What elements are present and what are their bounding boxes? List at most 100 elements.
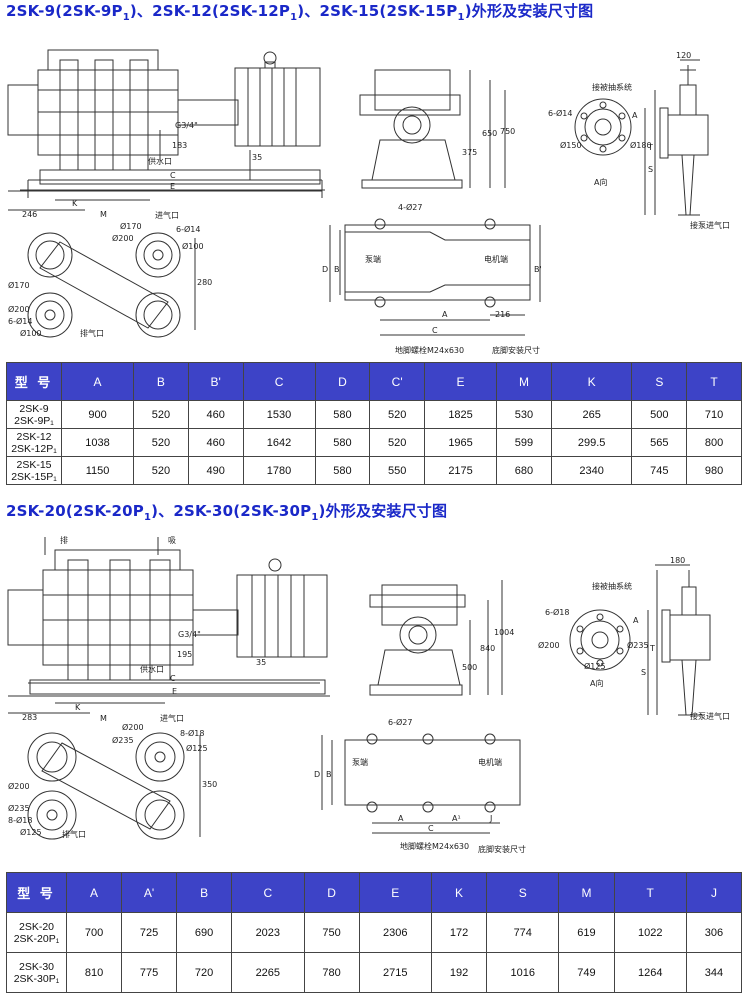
label-S: S	[641, 668, 646, 677]
cell: 1642	[242, 428, 316, 457]
label-d150: Ø150	[560, 140, 582, 150]
th-Bprime: B'	[187, 362, 244, 401]
th-model: 型 号	[6, 362, 62, 401]
label-A-view: A向	[590, 678, 603, 688]
cell: 774	[486, 912, 560, 953]
cell: 520	[133, 428, 189, 457]
label-E: E	[170, 182, 175, 191]
label-280: 280	[197, 278, 212, 287]
cell: 725	[121, 912, 178, 953]
label-Cfoot: C	[432, 326, 438, 335]
th-K: K	[430, 872, 488, 913]
section2-title: 2SK-20(2SK-20P1)、2SK-30(2SK-30P1)外形及安装尺寸…	[6, 502, 448, 523]
label-d100b: Ø100	[20, 328, 42, 338]
cell: 750	[303, 912, 360, 953]
cell: 530	[496, 400, 552, 429]
label-6d14a: 6-Ø14	[176, 224, 200, 234]
label-E: E	[172, 687, 177, 696]
label-A: A	[398, 814, 404, 823]
cell: 800	[686, 428, 742, 457]
cell: 980	[686, 456, 742, 485]
th-Cprime: C'	[369, 362, 426, 401]
th-B: B	[176, 872, 233, 913]
th-D: D	[314, 362, 371, 401]
label-6d14b: 6-Ø14	[8, 316, 32, 326]
cell: 2340	[550, 456, 633, 485]
label-pump-end: 泵端	[365, 254, 381, 264]
label-195: 195	[177, 650, 192, 659]
label-4d27: 4-Ø27	[398, 202, 422, 212]
cell: 2306	[358, 912, 433, 953]
cell: 460	[187, 428, 244, 457]
section2-drawing: 排 吸 G3/4" 195 供水口 35 C E 283 K M 进气口 Ø20…	[7, 535, 730, 854]
label-283: 283	[22, 713, 37, 722]
cell: 192	[430, 952, 488, 993]
label-T: T	[649, 644, 655, 653]
section1-drawing: G3/4" 183 供水口 35 C E 246 K M 进气口 Ø170 Ø2…	[7, 49, 730, 355]
label-840: 840	[480, 644, 495, 653]
label-120: 120	[676, 51, 691, 60]
th-S: S	[631, 362, 688, 401]
label-d235c: Ø235	[627, 640, 649, 650]
th-M: M	[558, 872, 615, 913]
th-T: T	[686, 362, 742, 401]
label-375: 375	[462, 148, 477, 157]
cell: 460	[187, 400, 244, 429]
label-connect-system: 接被抽系统	[592, 82, 632, 92]
cell: 690	[176, 912, 233, 953]
th-A: A	[60, 362, 135, 401]
label-650: 650	[482, 129, 497, 138]
label-D: D	[322, 265, 328, 274]
cell: 680	[496, 456, 552, 485]
label-d235a: Ø235	[112, 735, 134, 745]
label-M: M	[100, 210, 107, 219]
cell: 1264	[613, 952, 687, 993]
th-D: D	[303, 872, 360, 913]
cell: 520	[133, 456, 189, 485]
flange-a-view	[574, 59, 709, 216]
flange-top-view	[27, 232, 196, 338]
th-K: K	[550, 362, 633, 401]
label-inlet-port: 进气口	[155, 210, 179, 220]
label-exhaust-port: 排气口	[80, 328, 104, 338]
th-A: A	[65, 872, 123, 913]
cell: 1016	[486, 952, 560, 993]
label-216: 216	[495, 310, 510, 319]
label-pump-inlet: 接泵进气口	[690, 711, 730, 721]
label-B: B	[334, 265, 340, 274]
flange-a-view	[569, 564, 711, 716]
cell: 1038	[60, 428, 135, 457]
cell: 700	[65, 912, 123, 953]
label-suction: 吸	[168, 536, 176, 545]
label-exhaust-port: 排气口	[62, 829, 86, 839]
label-T: T	[647, 143, 653, 152]
label-d170a: Ø170	[120, 221, 142, 231]
th-E: E	[424, 362, 498, 401]
th-T: T	[613, 872, 687, 913]
label-350: 350	[202, 780, 217, 789]
label-bolt: 地脚螺栓M24x630	[400, 841, 469, 851]
cell: 2715	[358, 952, 433, 993]
label-A: A	[442, 310, 448, 319]
label-Bprime: B'	[534, 265, 542, 274]
cell: 780	[303, 952, 360, 993]
label-g-port: G3/4"	[175, 121, 198, 130]
label-exhaust: 排	[60, 535, 68, 545]
th-S: S	[486, 872, 560, 913]
cell: 580	[314, 428, 371, 457]
label-d125b: Ø125	[20, 827, 42, 837]
cell: 745	[631, 456, 688, 485]
label-6d18-flange: 6-Ø18	[545, 607, 569, 617]
cell: 520	[369, 400, 426, 429]
cell: 619	[558, 912, 615, 953]
th-Aprime: A'	[121, 872, 178, 913]
cell: 520	[133, 400, 189, 429]
